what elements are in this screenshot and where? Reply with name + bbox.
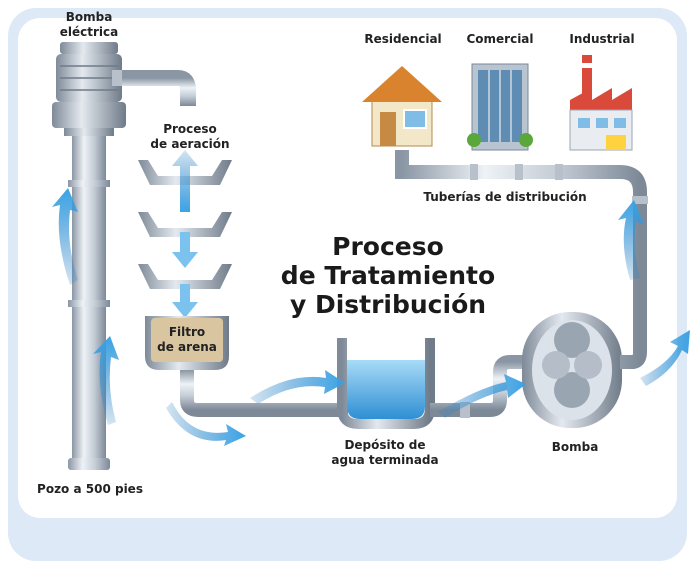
- commercial-building: [467, 63, 533, 151]
- label-distribution: Tuberías de distribución: [423, 190, 587, 204]
- label-electric-pump: Bomba eléctrica: [44, 10, 134, 40]
- filter-flow-arrow: [166, 402, 246, 446]
- label-sand-filter-line2: de arena: [157, 340, 217, 354]
- label-tank: Depósito de agua terminada: [315, 438, 455, 468]
- label-electric-pump-line2: eléctrica: [59, 25, 119, 39]
- tank-inflow-arrow: [250, 370, 345, 404]
- diagram-title-line3: y Distribución: [289, 290, 487, 319]
- label-aeration-line2: de aeración: [150, 137, 230, 151]
- pump-to-distribution-pipe: [395, 150, 647, 369]
- label-electric-pump-line1: Bomba: [65, 10, 113, 24]
- aeration-flow-arrow-1: [172, 150, 198, 212]
- pump-outflow-arrow: [640, 330, 690, 386]
- label-commercial: Comercial: [466, 32, 534, 46]
- diagram-title: Proceso de Tratamiento y Distribución: [268, 232, 508, 319]
- riser-flow-arrow: [618, 200, 644, 280]
- label-tank-line2: agua terminada: [331, 453, 439, 467]
- pump-inflow-arrow: [438, 374, 526, 418]
- diagram-title-line2: de Tratamiento: [280, 261, 496, 290]
- label-aeration-line1: Proceso: [163, 122, 217, 136]
- label-residential: Residencial: [364, 32, 442, 46]
- residential-house: [362, 66, 442, 147]
- label-pump: Bomba: [551, 440, 599, 454]
- aeration-flow-arrow-3: [172, 284, 198, 318]
- main-pump: [522, 312, 622, 428]
- diagram-title-line1: Proceso: [332, 232, 444, 261]
- filter-to-tank-pipe: [180, 370, 348, 417]
- industrial-factory: [569, 55, 633, 151]
- label-sand-filter-line1: Filtro: [168, 325, 206, 339]
- aeration-trays: [138, 160, 232, 289]
- label-industrial: Industrial: [569, 32, 635, 46]
- electric-pump: [52, 42, 126, 136]
- finished-water-tank: [337, 338, 435, 429]
- pump-outlet-pipe: [120, 70, 196, 106]
- label-aeration: Proceso de aeración: [135, 122, 245, 152]
- well-cap: [68, 458, 110, 470]
- label-tank-line1: Depósito de: [344, 438, 426, 452]
- label-well: Pozo a 500 pies: [37, 482, 143, 496]
- well-flow-arrow-upper: [52, 188, 78, 285]
- aeration-flow-arrow-2: [172, 232, 198, 268]
- label-sand-filter: Filtro de arena: [147, 325, 227, 355]
- sand-filter: [145, 316, 229, 370]
- well-flow-arrow-lower: [93, 336, 119, 425]
